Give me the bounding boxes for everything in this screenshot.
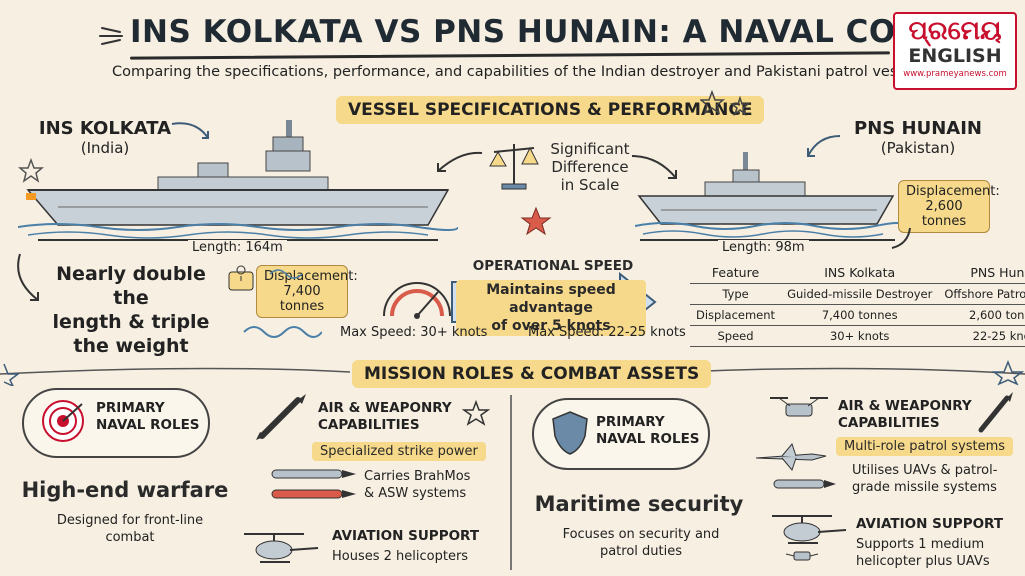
missiles-icon (271, 469, 356, 499)
speedometer-icon (383, 282, 451, 319)
drone-icon (770, 397, 828, 417)
left-length-label: Length: 164m (188, 240, 287, 255)
specs-banner: VESSEL SPECIFICATIONS & PERFORMANCE (336, 96, 765, 124)
table-row: Displacement 7,400 tonnes 2,600 tonnes (690, 305, 1025, 326)
table-cell: Type (722, 287, 749, 301)
curved-arrow-icon (17, 253, 39, 301)
star-icon (18, 158, 44, 183)
arrow-left-icon (437, 151, 483, 172)
left-max-speed: Max Speed: 30+ knots (340, 325, 488, 340)
missile-icon (256, 394, 306, 440)
speed-advantage-note: Maintains speed advantage of over 5 knot… (456, 280, 646, 336)
target-icon (42, 400, 84, 442)
right-ship-country: (Pakistan) (880, 139, 956, 157)
left-ship-name: INS KOLKATA (38, 118, 172, 139)
helicopter-icon (244, 533, 319, 563)
pns-hunain-ship-illustration (635, 152, 900, 238)
left-headline: High-end warfare (21, 478, 229, 502)
wave-icon-small (269, 269, 303, 279)
title-underline (129, 51, 891, 60)
left-displacement-box: Displacement: 7,400 tonnes (256, 265, 358, 318)
table-cell: 30+ knots (829, 329, 890, 343)
table-cell: Guided-missile Destroyer (787, 287, 933, 301)
helicopter-icon (772, 515, 847, 561)
table-header-row: Feature INS Kolkata PNS Hunain (690, 262, 1025, 284)
size-comparison-note: Nearly double the length & triple the we… (52, 263, 210, 357)
arrow-icon (171, 122, 209, 139)
right-displacement-box: Displacement: 2,600 tonnes (898, 180, 1000, 233)
comparison-table: Feature INS Kolkata PNS Hunain Type Guid… (690, 262, 1025, 347)
left-desc: Designed for front-line combat (56, 513, 204, 545)
scale-note: Significant Difference in Scale (550, 140, 630, 194)
weight-icon (228, 265, 254, 291)
arrow-icon (891, 227, 911, 249)
mission-divider (510, 395, 512, 570)
table-cell: Speed (717, 329, 754, 343)
ins-kolkata-ship-illustration (18, 120, 458, 239)
left-roles-label: PRIMARY NAVAL ROLES (96, 400, 200, 433)
page-subtitle: Comparing the specifications, performanc… (112, 64, 902, 80)
left-air-desc: Carries BrahMos & ASW systems (364, 469, 471, 501)
table-row: Speed 30+ knots 22-25 knots (690, 326, 1025, 347)
left-ship-country: (India) (80, 139, 130, 157)
left-air-title: AIR & WEAPONRY CAPABILITIES (318, 400, 452, 433)
star-icon (462, 400, 490, 426)
right-desc: Focuses on security and patrol duties (562, 527, 720, 559)
brand-logo: ପ୍ରମେୟ ENGLISH www.prameyanews.com (893, 12, 1017, 90)
left-aviation-title: AVIATION SUPPORT (332, 528, 480, 544)
right-roles-label: PRIMARY NAVAL ROLES (596, 414, 700, 447)
right-length-label: Length: 98m (718, 240, 809, 255)
right-air-title: AIR & WEAPONRY CAPABILITIES (838, 398, 972, 431)
uav-icon (755, 442, 827, 472)
missile-icon (978, 392, 1013, 433)
right-air-desc: Utilises UAVs & patrol- grade missile sy… (852, 463, 998, 495)
table-header-cell: PNS Hunain (970, 265, 1025, 280)
right-aviation-desc: Supports 1 medium helicopter plus UAVs (856, 537, 990, 569)
table-cell: Offshore Patrol Vessel (944, 287, 1025, 301)
speed-title: OPERATIONAL SPEED (472, 258, 634, 274)
wave-icon (243, 326, 322, 338)
table-cell: 2,600 tonnes (969, 308, 1025, 322)
star-icon (700, 89, 751, 117)
right-length-line (640, 239, 895, 241)
arrow-icon (807, 135, 841, 157)
star-icon (520, 206, 552, 236)
right-air-highlight: Multi-role patrol systems (836, 437, 1014, 456)
arrow-right-icon (631, 155, 677, 179)
sparkle-icon (99, 27, 123, 45)
table-row: Type Guided-missile Destroyer Offshore P… (690, 284, 1025, 305)
table-cell: Displacement (696, 308, 776, 322)
table-header-cell: Feature (711, 265, 760, 280)
right-max-speed: Max Speed: 22-25 knots (528, 325, 686, 340)
right-headline: Maritime security (534, 492, 744, 516)
logo-url-text: www.prameyanews.com (903, 69, 1007, 79)
missile-icon (773, 479, 836, 489)
scale-icon (489, 144, 539, 190)
section-divider-line (0, 359, 1025, 386)
left-air-highlight: Specialized strike power (312, 442, 486, 461)
table-cell: 7,400 tonnes (821, 308, 898, 322)
left-aviation-desc: Houses 2 helicopters (332, 549, 469, 564)
table-header-cell: INS Kolkata (824, 265, 896, 280)
page-title: INS KOLKATA VS PNS HUNAIN: A NAVAL COMPA… (130, 14, 900, 50)
left-length-line (38, 239, 438, 241)
shield-icon (552, 411, 588, 455)
right-aviation-title: AVIATION SUPPORT (856, 516, 1004, 532)
logo-english-text: ENGLISH (908, 45, 1002, 67)
mission-banner: MISSION ROLES & COMBAT ASSETS (352, 360, 712, 388)
logo-top-text: ପ୍ରମେୟ (908, 16, 1002, 46)
right-ship-name: PNS HUNAIN (854, 118, 982, 139)
table-cell: 22-25 knots (972, 329, 1025, 343)
